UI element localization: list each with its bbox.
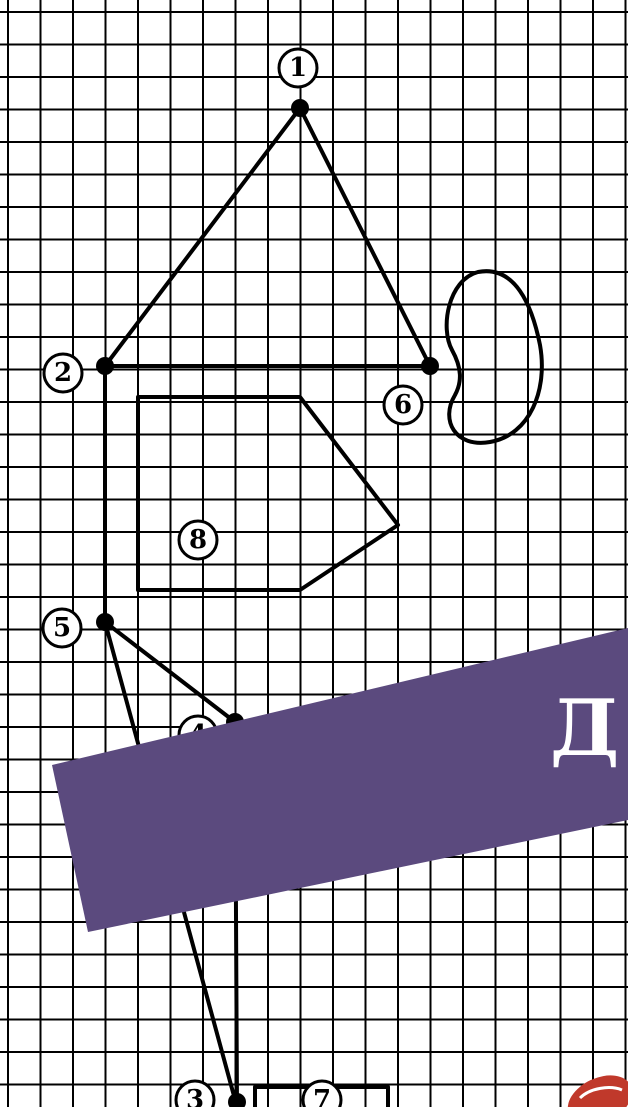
vertex-5: [96, 613, 114, 631]
vertex-1: [291, 99, 309, 117]
label-8: 8: [179, 521, 217, 559]
vertex-3: [228, 1093, 246, 1107]
svg-text:7: 7: [313, 1085, 331, 1107]
label-6: 6: [384, 386, 422, 424]
svg-text:2: 2: [54, 358, 72, 388]
label-3: 3: [176, 1081, 214, 1107]
svg-text:1: 1: [289, 53, 307, 83]
label-7: 7: [303, 1081, 341, 1107]
vertex-6: [421, 357, 439, 375]
svg-text:8: 8: [189, 525, 207, 555]
label-1: 1: [279, 49, 317, 87]
vertex-2: [96, 357, 114, 375]
svg-text:5: 5: [53, 613, 71, 643]
label-5: 5: [43, 609, 81, 647]
banner-text: Д: [550, 683, 619, 774]
label-2: 2: [44, 354, 82, 392]
svg-text:3: 3: [186, 1085, 204, 1107]
svg-text:6: 6: [394, 390, 412, 420]
